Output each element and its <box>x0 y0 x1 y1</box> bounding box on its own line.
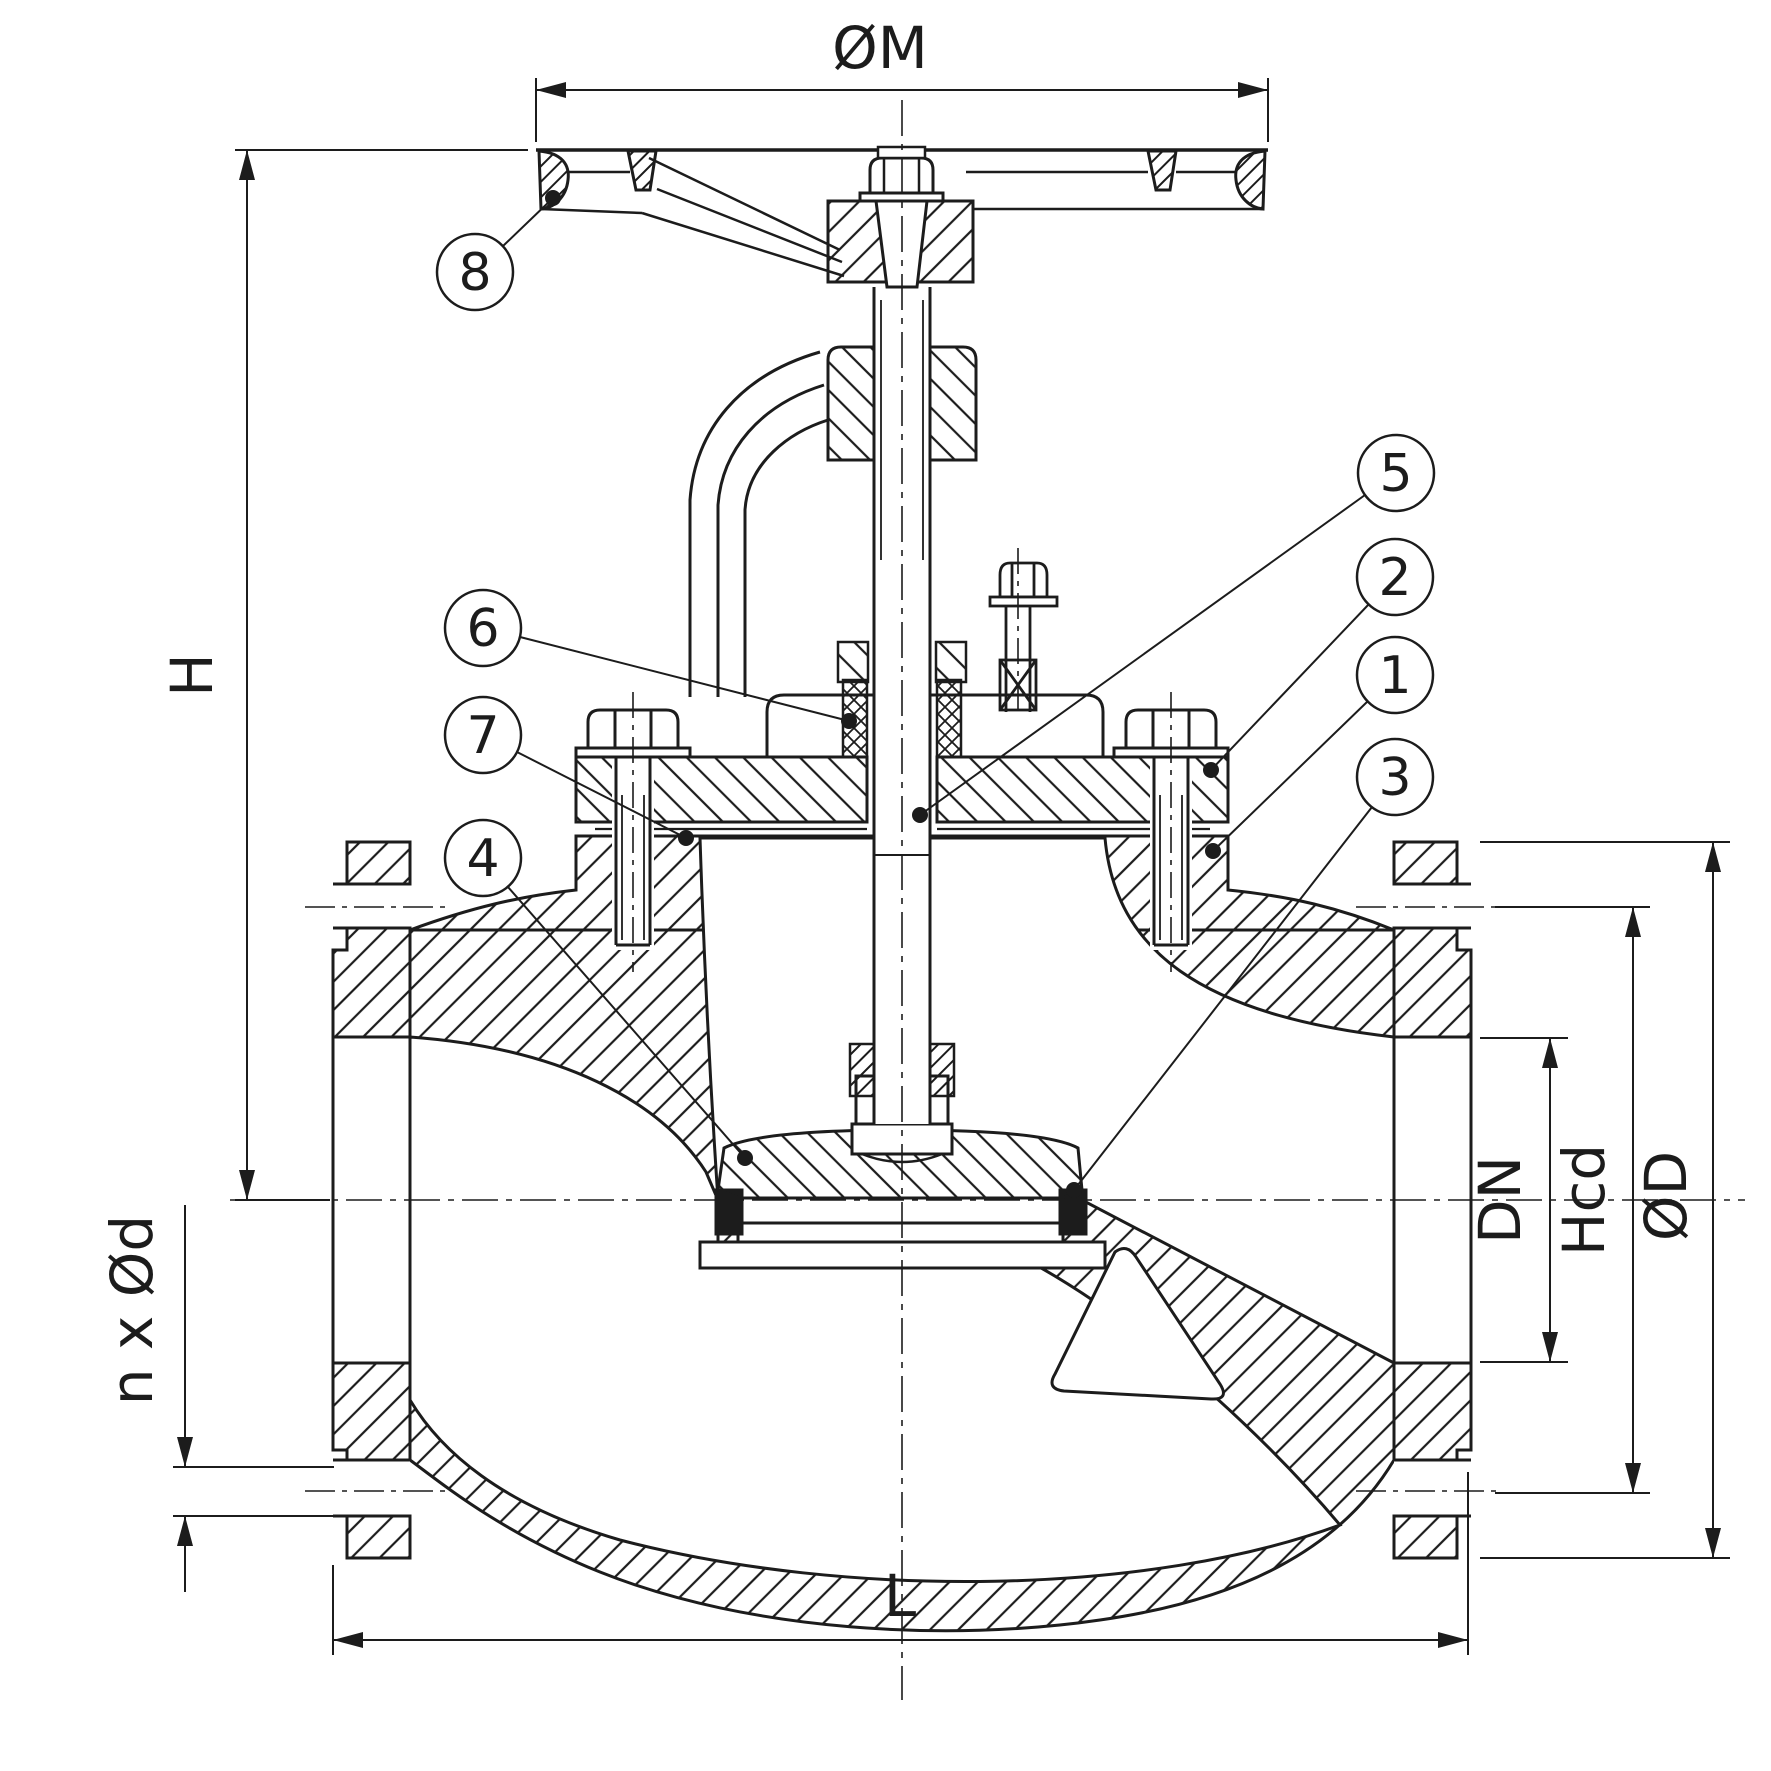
flange-bolt-holes <box>333 885 1471 1515</box>
callout-3: 3 <box>1066 737 1435 1198</box>
callout-1-label: 1 <box>1378 646 1411 706</box>
callout-3-label: 3 <box>1378 748 1411 808</box>
disc <box>716 1042 1084 1200</box>
callout-2-label: 2 <box>1378 548 1411 608</box>
callout-4-label: 4 <box>466 829 499 889</box>
handwheel-spokes <box>641 156 845 278</box>
dim-label-height: H <box>158 653 226 697</box>
callout-6-label: 6 <box>466 599 499 659</box>
dim-label-face-to-face: L <box>884 1562 916 1630</box>
callout-1: 1 <box>1205 635 1435 859</box>
yoke-bushing <box>826 345 978 462</box>
dim-label-bolt-holes: n x Ød <box>98 1215 166 1405</box>
dimensions: ØM H DN Hcd <box>98 14 1730 1655</box>
callouts: 8 6 7 4 5 2 1 <box>435 190 1436 1198</box>
callout-5: 5 <box>912 433 1436 823</box>
dim-label-flange-diameter: ØD <box>1632 1151 1700 1241</box>
callout-8: 8 <box>435 190 561 312</box>
dim-bolt-holes: n x Ød <box>98 1205 334 1592</box>
callout-2: 2 <box>1203 537 1435 778</box>
dim-handwheel-diameter: ØM <box>535 14 1269 142</box>
dim-label-bolt-circle: Hcd <box>1550 1144 1618 1256</box>
dim-nominal-diameter: DN <box>1466 1037 1568 1363</box>
inlet-chamber <box>408 1035 1343 1584</box>
centerlines <box>230 100 1745 1700</box>
packing-right <box>935 678 963 759</box>
dim-height: H <box>158 149 528 1201</box>
dim-bolt-circle: Hcd <box>1495 906 1650 1494</box>
dim-face-to-face: L <box>332 1472 1469 1655</box>
callout-5-label: 5 <box>1379 444 1412 504</box>
yoke <box>688 345 978 697</box>
callout-7: 7 <box>443 695 694 846</box>
callout-8-label: 8 <box>458 243 491 303</box>
dim-label-nominal-diameter: DN <box>1466 1156 1534 1244</box>
seat-ring <box>698 1188 1107 1270</box>
gland-bolt <box>988 561 1059 712</box>
flange-bolt-hole-edges <box>333 882 1471 1518</box>
callout-6: 6 <box>443 588 857 729</box>
callout-7-label: 7 <box>466 706 499 766</box>
callout-4: 4 <box>443 818 753 1166</box>
dim-flange-diameter: ØD <box>1480 841 1730 1559</box>
stuffing-box <box>765 693 1105 757</box>
handwheel-rim-right <box>1234 149 1267 211</box>
dim-label-handwheel-diameter: ØM <box>832 14 928 82</box>
rib-hole <box>1050 1246 1225 1401</box>
handwheel-hub <box>826 145 975 289</box>
handwheel <box>536 145 1268 289</box>
